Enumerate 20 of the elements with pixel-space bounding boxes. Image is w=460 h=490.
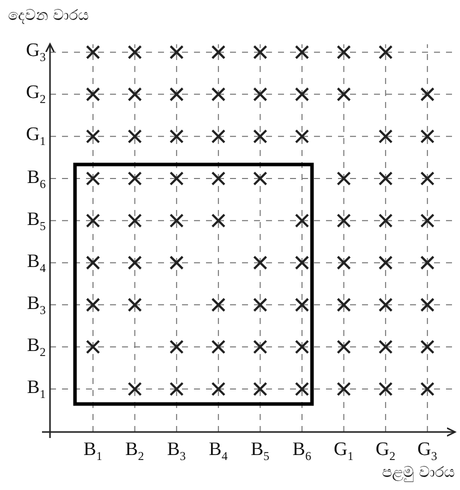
- y-tick-label: B$_{6}$: [27, 168, 46, 190]
- y-tick-label: B$_{3}$: [27, 294, 46, 316]
- x-tick-label: B$_{5}$: [250, 440, 270, 462]
- y-tick-label: B$_{1}$: [27, 378, 46, 400]
- y-tick-label: B$_{5}$: [27, 210, 46, 232]
- x-tick-label: G$_{1}$: [334, 440, 354, 462]
- y-axis-title: දෙවන වාරය: [8, 6, 89, 24]
- x-tick-label: B$_{2}$: [125, 440, 144, 462]
- y-tick-label: B$_{2}$: [27, 336, 46, 358]
- x-tick-label: B$_{1}$: [84, 440, 102, 462]
- x-tick-label: G$_{3}$: [417, 440, 438, 462]
- y-tick-label: B$_{4}$: [27, 252, 46, 274]
- y-tick-label: G$_{1}$: [26, 125, 46, 148]
- y-tick-label: G$_{3}$: [26, 41, 46, 63]
- x-tick-label: B$_{4}$: [208, 440, 228, 462]
- x-tick-label: B$_{6}$: [292, 440, 312, 462]
- x-axis-title: පළමු වාරය: [382, 463, 455, 481]
- x-tick-label: G$_{2}$: [376, 440, 396, 462]
- x-tick-label: B$_{3}$: [167, 440, 186, 462]
- y-tick-label: G$_{2}$: [26, 83, 46, 106]
